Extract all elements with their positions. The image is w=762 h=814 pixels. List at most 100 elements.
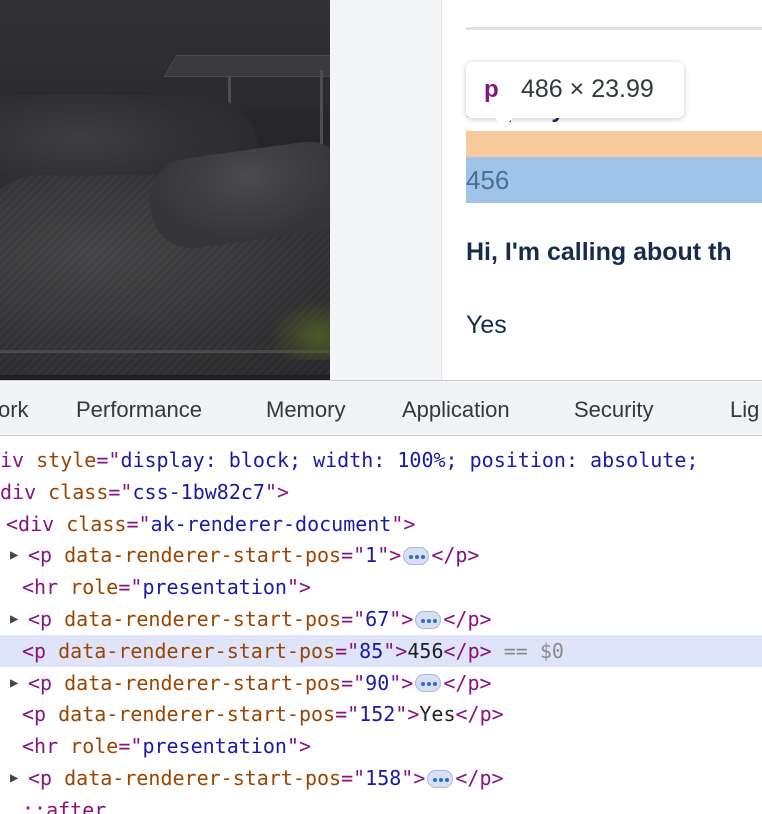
code-token: 67 [365,607,390,631]
code-token: "> [389,670,414,695]
tree-line[interactable]: ▶<p data-renderer-start-pos="158"></p> [0,762,762,794]
code-token: <p [28,543,65,568]
code-token: =" [118,734,143,759]
ellipsis-icon[interactable] [415,674,442,693]
code-token: =" [335,702,360,727]
field-value[interactable]: 456 [466,165,510,195]
code-token: ::after [22,797,107,814]
code-token: "> [377,543,402,568]
code-token: iv [0,448,37,472]
ellipsis-icon[interactable] [427,769,454,788]
tree-line[interactable]: <div class="ak-renderer-document"> [0,508,762,540]
tab-security[interactable]: Security [574,397,654,422]
inspect-margin-overlay [466,131,762,157]
code-token: presentation [142,734,287,759]
tab-network[interactable]: ork [0,397,29,422]
question-text: Hi, I'm calling about th [466,238,732,266]
inspect-tooltip: p 486 × 23.99 [466,62,684,127]
code-token: "> [391,511,416,536]
code-token: <p [22,638,59,663]
code-token: "> [286,734,312,759]
code-token: class [66,511,127,536]
tab-lighthouse[interactable]: Lig [730,397,760,422]
code-token: =" [341,670,366,695]
code-token: 90 [365,670,390,695]
devtools-tab-bar: ork Performance Memory Application Secur… [0,380,762,436]
code-token: </p> [443,670,492,695]
code-token: data-renderer-start-pos [64,543,342,568]
sofa-photo [0,0,330,380]
code-token: =" [126,511,151,536]
code-token: data-renderer-start-pos [64,607,342,631]
code-token: =" [96,448,121,472]
elements-tree: iv style="display: block; width: 100%; p… [0,436,762,814]
tree-line[interactable]: iv style="display: block; width: 100%; p… [0,444,762,476]
code-token: "> [264,479,290,504]
code-token: 152 [359,702,396,727]
tree-line[interactable]: <p data-renderer-start-pos="152">Yes</p> [0,698,762,730]
tooltip-dimensions: 486 × 23.99 [521,75,654,103]
code-token: <p [28,670,65,695]
tree-line[interactable]: <hr role="presentation"> [0,730,762,762]
code-token: =" [108,479,133,504]
page-gutter [330,0,442,380]
expand-triangle-icon[interactable]: ▶ [10,674,19,691]
tooltip-tag: p [484,76,499,103]
tree-line-selected[interactable]: <p data-renderer-start-pos="85">456</p> … [0,634,762,667]
code-token: class [48,479,109,504]
divider [466,27,762,30]
code-token: css-1bw82c7 [132,479,265,504]
page-preview: Property Address 456 Hi, I'm calling abo… [0,0,762,380]
expand-triangle-icon[interactable]: ▶ [10,547,19,564]
code-token: data-renderer-start-pos [58,702,336,727]
code-token: </p> [443,607,492,631]
code-token: data-renderer-start-pos [64,670,342,695]
code-token: 85 [359,638,384,663]
tab-application[interactable]: Application [402,397,510,422]
expand-triangle-icon[interactable]: ▶ [10,611,19,627]
code-token: display: block; width: 100%; position: a… [120,448,699,472]
code-token: "> [401,766,426,790]
code-token: </p> [431,543,480,568]
answer-text: Yes [466,311,507,339]
tree-line[interactable]: ::after [0,794,762,814]
code-token: div [0,479,49,504]
code-token: "> [389,607,414,631]
ellipsis-icon[interactable] [415,610,442,629]
code-token: role [70,734,119,759]
code-token: 1 [365,543,378,568]
code-token: 158 [365,766,402,790]
code-token: "> [286,575,312,600]
code-token: <hr [22,575,71,600]
inspect-content-overlay: 456 [466,157,762,203]
code-token: style [36,448,97,472]
code-token: data-renderer-start-pos [58,638,336,663]
code-token: Yes [419,702,456,727]
ellipsis-icon[interactable] [403,546,430,565]
code-token: =" [335,638,360,663]
tree-line[interactable]: ▶ <p data-renderer-start-pos="1"> </p> [0,539,762,571]
tree-line[interactable]: div class="css-1bw82c7"> [0,476,762,508]
tab-memory[interactable]: Memory [266,397,346,422]
code-token: <p [28,607,65,631]
code-token: "> [395,702,420,727]
code-token: <hr [22,734,71,759]
code-token: </p> [455,702,504,727]
code-token: =" [341,543,366,568]
code-token: =" [341,607,366,631]
code-token: == $0 [491,638,564,663]
tree-line[interactable]: ▶ <p data-renderer-start-pos="90"> </p> [0,667,762,699]
code-token: ak-renderer-document [150,511,392,536]
expand-triangle-icon[interactable]: ▶ [10,770,19,786]
code-token: </p> [455,766,504,790]
tab-performance[interactable]: Performance [76,397,202,422]
code-token: </p> [443,638,492,663]
code-token: 456 [407,638,444,663]
code-token: <p [22,702,59,727]
code-token: <div [6,511,67,536]
tree-line[interactable]: <hr role="presentation"> [0,571,762,603]
tree-line[interactable]: ▶ <p data-renderer-start-pos="67"> </p> [0,603,762,635]
code-token: =" [341,766,366,790]
code-token: =" [118,575,143,600]
code-token: <p [28,766,65,790]
